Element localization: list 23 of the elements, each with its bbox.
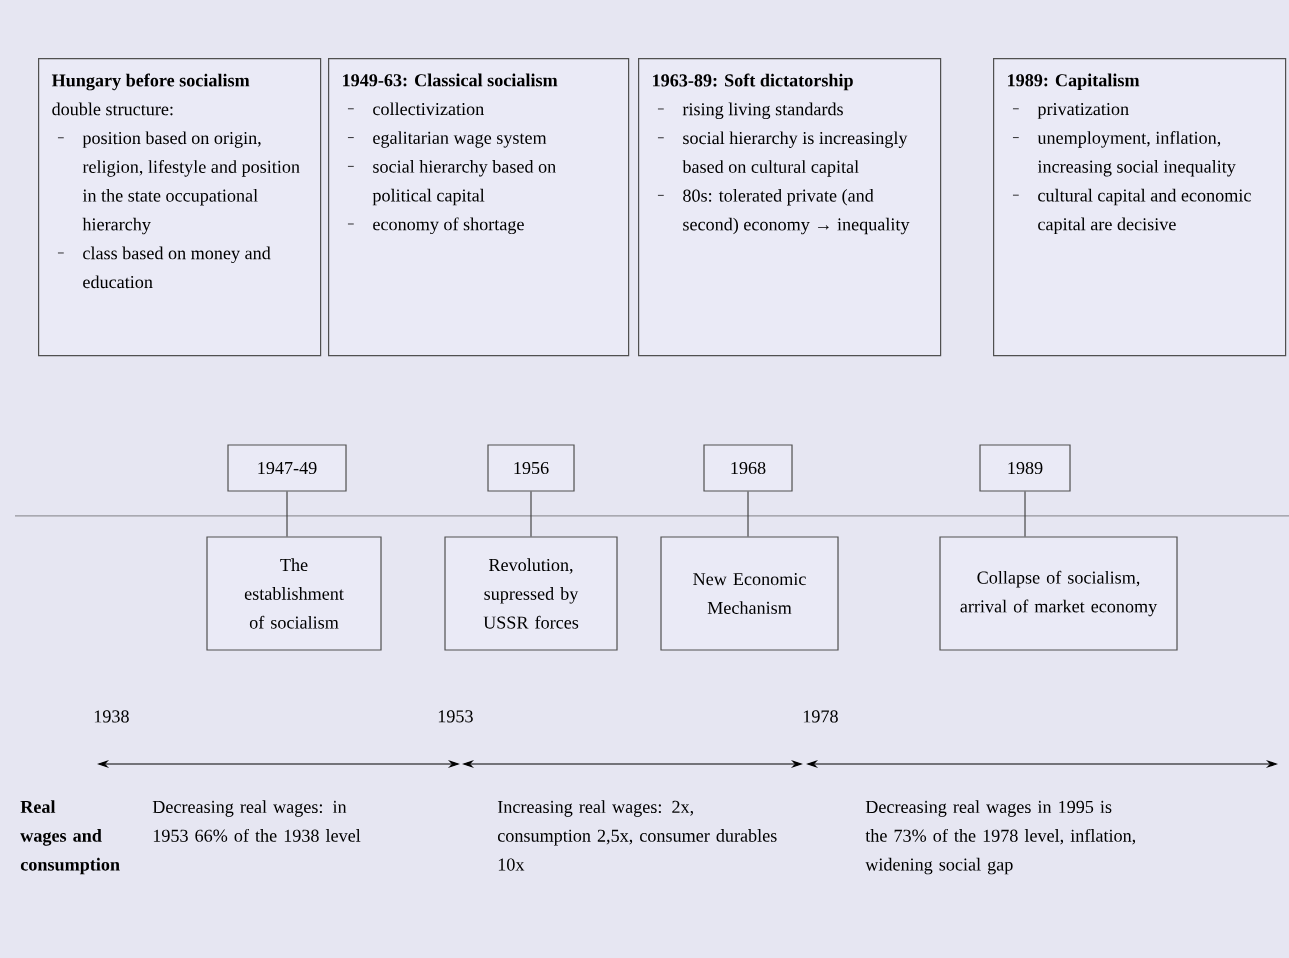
year-box: 1989 xyxy=(979,444,1071,492)
year-label: 1978 xyxy=(803,710,838,723)
period-box: 1949-63: Classical socialism collectivization egalitarian wage system social hierarchy based on political capital economy of shortage xyxy=(328,58,630,357)
event-box: Revolution, supressed by USSR forces xyxy=(444,536,618,651)
year-label: 1953 xyxy=(438,710,473,723)
year-box: 1956 xyxy=(487,444,575,492)
year-label: 1938 xyxy=(94,710,129,723)
event-box: The establishment of socialism xyxy=(206,536,382,651)
period-note: Decreasing real wages: in 1953 66% of the 1938 level xyxy=(152,800,361,842)
row-heading: Real wages and consumption xyxy=(20,800,120,875)
event-box: New Economic Mechanism xyxy=(660,536,839,651)
period-box: 1989: Capitalism privatization unemployment, inflation, increasing social inequality cultural capital and economic capital are decisive xyxy=(993,58,1287,357)
year-box: 1947-49 xyxy=(227,444,347,492)
period-box: 1963-89: Soft dictatorship rising living standards social hierarchy is increasingly based on cultural capital 80s: tolerated private (and second) economy → inequality xyxy=(638,58,942,357)
year-box: 1968 xyxy=(703,444,793,492)
period-note: Increasing real wages: 2x, consumption 2,5x, consumer durables 10x xyxy=(497,800,777,871)
connector-line xyxy=(286,491,288,537)
event-box: Collapse of socialism, arrival of market economy xyxy=(939,536,1178,651)
connector-line xyxy=(530,491,532,537)
connector-line xyxy=(747,491,749,537)
period-box: Hungary before socialism double structure: position based on origin, religion, lifestyle and position in the state occupational hierarchy class based on money and education xyxy=(38,58,322,357)
period-note: Decreasing real wages in 1995 is the 73% of the 1978 level, inflation, widening social gap xyxy=(865,800,1136,875)
connector-line xyxy=(1024,491,1026,537)
